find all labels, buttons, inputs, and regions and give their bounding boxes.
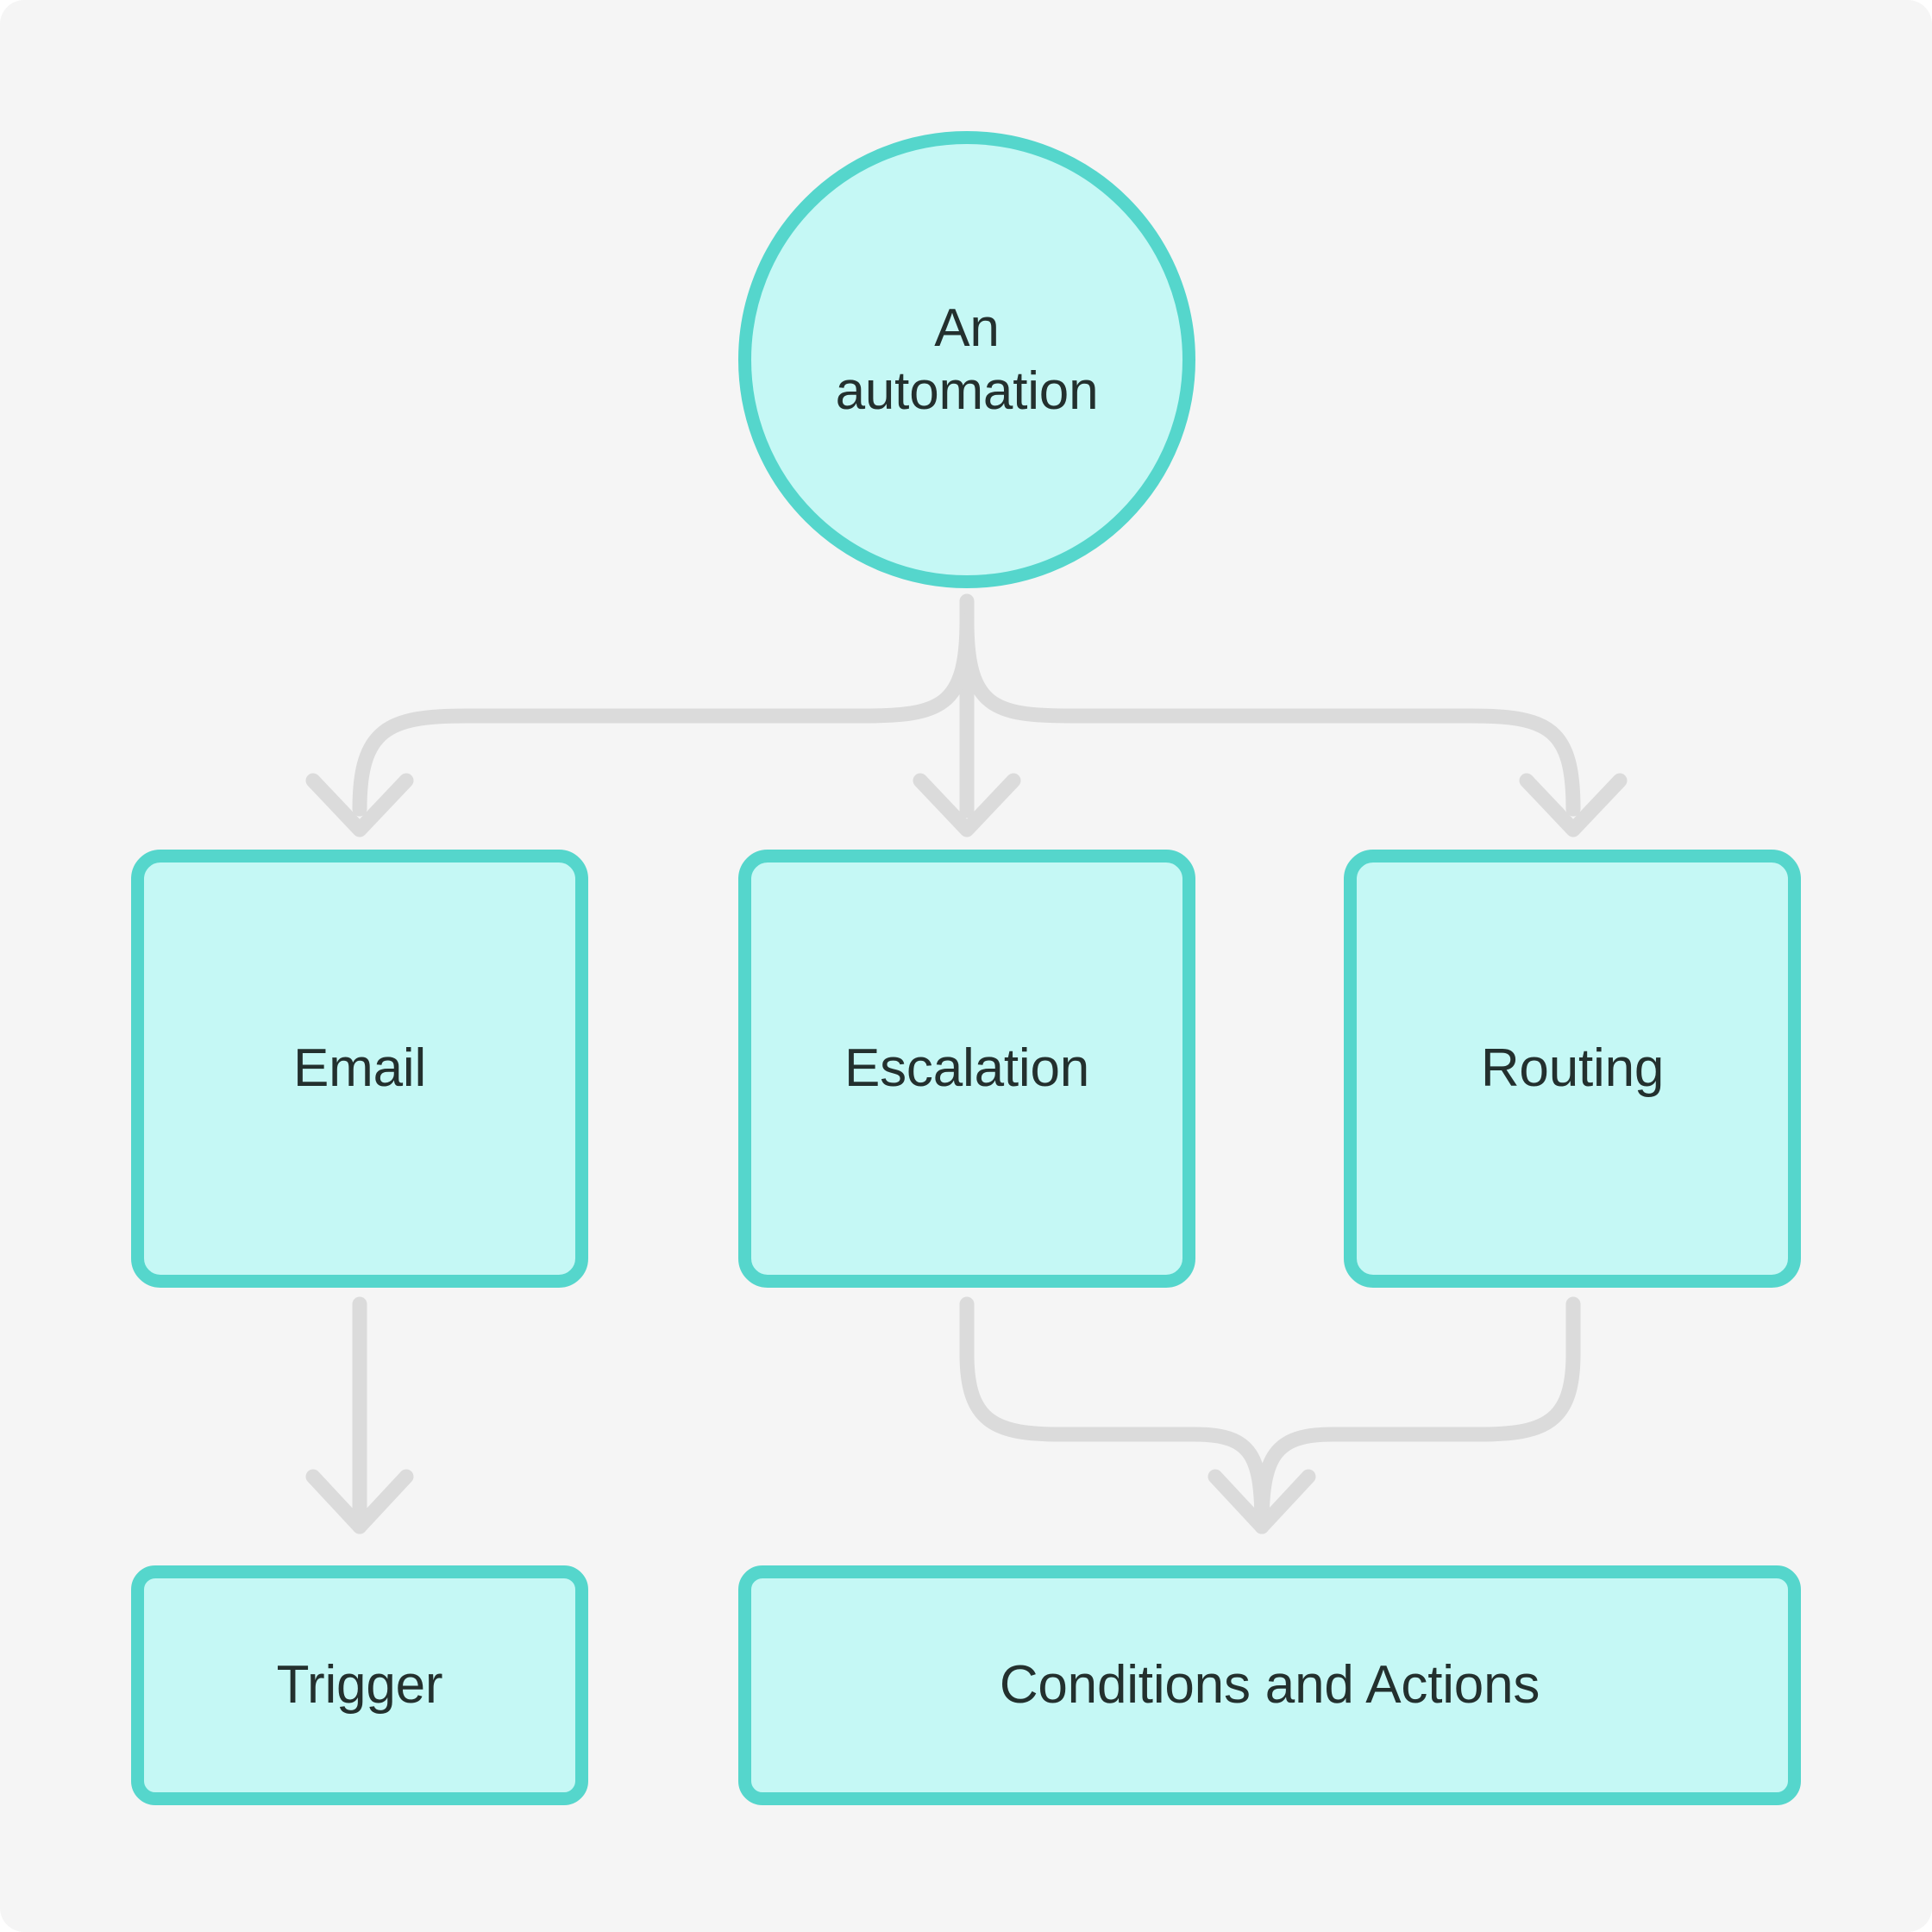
node-trigger[interactable]: Trigger — [131, 1565, 588, 1805]
edge-root-to-email — [352, 613, 975, 817]
arrowhead-email — [305, 773, 414, 837]
edge-routing-to-conditions — [1254, 1296, 1581, 1534]
node-label-conditions-and-actions: Conditions and Actions — [999, 1655, 1540, 1716]
arrowhead-trigger — [305, 1469, 414, 1534]
node-an-automation[interactable]: An automation — [738, 131, 1195, 588]
node-escalation[interactable]: Escalation — [738, 850, 1195, 1288]
node-email[interactable]: Email — [131, 850, 588, 1288]
arrowhead-conditions — [1208, 1469, 1316, 1534]
node-conditions-and-actions[interactable]: Conditions and Actions — [738, 1565, 1801, 1805]
edge-escalation-to-conditions — [959, 1296, 1270, 1534]
edge-root-to-routing — [959, 613, 1581, 817]
node-label-escalation: Escalation — [844, 1038, 1090, 1099]
node-label-routing: Routing — [1480, 1038, 1665, 1099]
node-routing[interactable]: Routing — [1344, 850, 1801, 1288]
arrowhead-routing — [1519, 773, 1628, 837]
node-label-trigger: Trigger — [276, 1655, 443, 1716]
arrowhead-escalation — [913, 773, 1021, 837]
node-label-an-automation: An automation — [835, 298, 1099, 421]
node-label-email: Email — [292, 1038, 427, 1099]
